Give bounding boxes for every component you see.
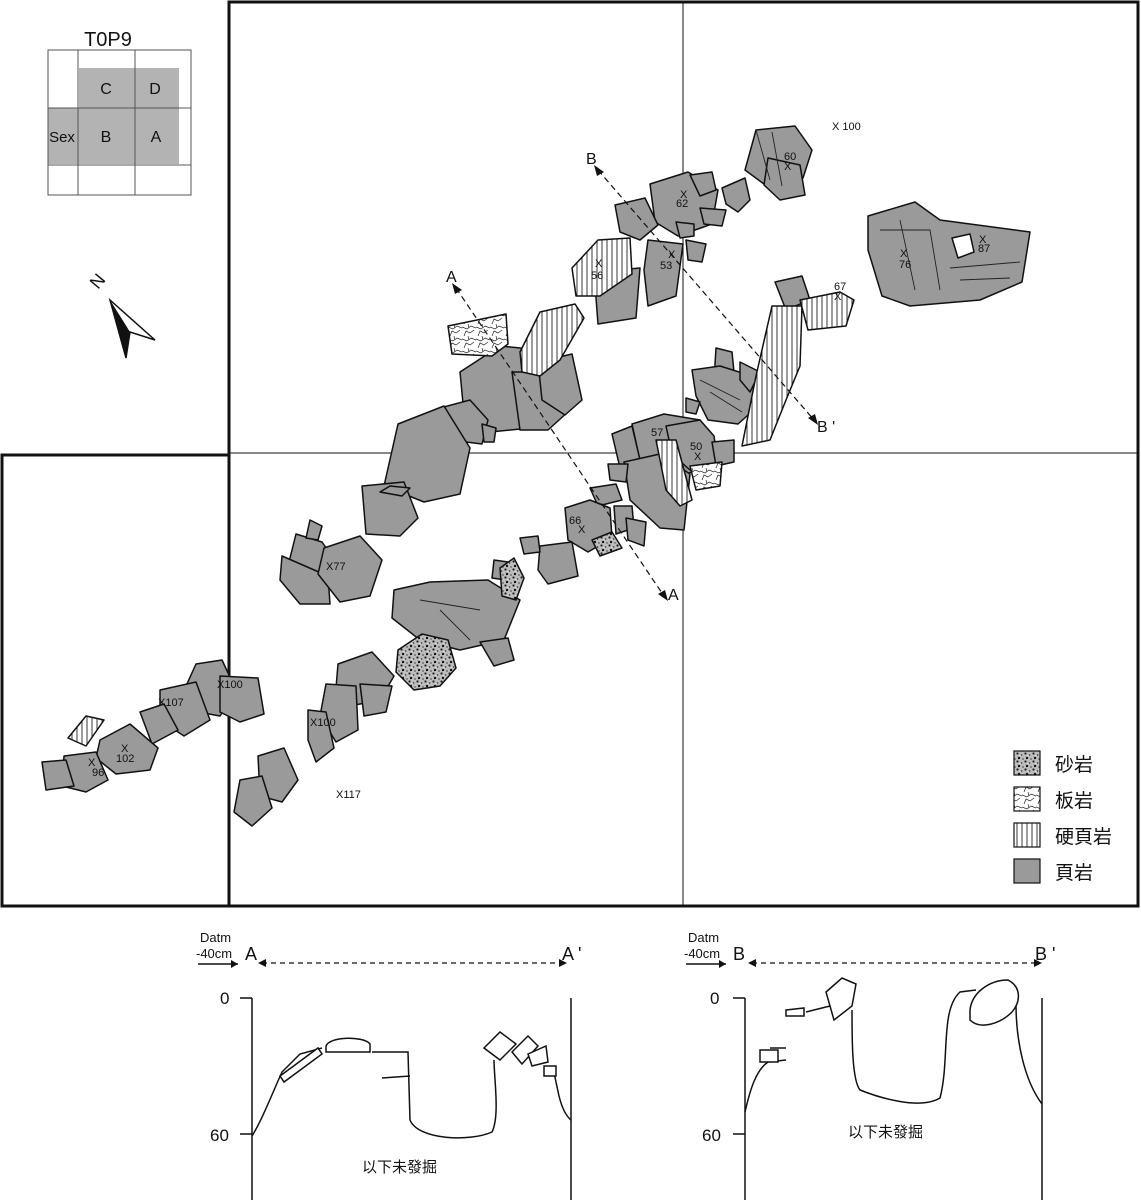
legend-swatch-hard-shale bbox=[1013, 822, 1041, 848]
point-label-100-mid: X100 bbox=[217, 679, 243, 691]
key-map-shade-mid bbox=[48, 108, 179, 164]
stone-texture-lines bbox=[419, 129, 1021, 641]
key-cell-c: C bbox=[100, 81, 112, 98]
profile-a-end-label: A ' bbox=[562, 944, 581, 964]
svg-text:X: X bbox=[595, 258, 603, 270]
profile-a-datum-depth: -40cm bbox=[196, 946, 232, 961]
section-line-a bbox=[455, 287, 665, 597]
svg-text:X: X bbox=[979, 234, 987, 246]
key-cell-a: A bbox=[151, 129, 162, 146]
profile-a-depth-bottom: 60 bbox=[210, 1126, 229, 1145]
svg-text:X: X bbox=[784, 161, 792, 173]
section-lines bbox=[455, 169, 815, 597]
key-map: T0P9 C D Sex B A bbox=[47, 29, 192, 196]
section-a-start-label: A bbox=[446, 269, 457, 286]
svg-text:X: X bbox=[121, 743, 129, 755]
svg-text:X: X bbox=[694, 451, 702, 463]
profile-a-start-label: A bbox=[245, 944, 257, 964]
legend: 砂岩 板岩 硬頁岩 頁岩 bbox=[1013, 750, 1112, 884]
key-cell-sex: Sex bbox=[49, 129, 75, 146]
point-markers: X X X X X X X X X X X bbox=[88, 161, 987, 769]
point-label-67: 67 bbox=[834, 281, 846, 293]
legend-label-sandstone: 砂岩 bbox=[1055, 754, 1093, 776]
section-a-end-label: A bbox=[668, 587, 679, 604]
point-label-57: 57 bbox=[651, 427, 663, 439]
point-label-60: 60 bbox=[784, 151, 796, 163]
stones-slate bbox=[447, 313, 723, 491]
legend-item-hard-shale: 硬頁岩 bbox=[1013, 822, 1112, 848]
point-labels: X 100 60 62 76 87 56 53 67 57 50 66 X77 … bbox=[92, 121, 990, 801]
key-map-title: T0P9 bbox=[84, 29, 132, 51]
stones-shale bbox=[41, 125, 1031, 827]
north-label: N bbox=[86, 270, 110, 293]
legend-item-sandstone: 砂岩 bbox=[1013, 750, 1093, 776]
legend-label-slate: 板岩 bbox=[1055, 790, 1093, 812]
legend-swatch-shale bbox=[1013, 858, 1041, 884]
svg-text:X: X bbox=[834, 291, 842, 303]
svg-text:X: X bbox=[88, 757, 96, 769]
point-label-50: 50 bbox=[690, 441, 702, 453]
point-label-53: 53 bbox=[660, 260, 672, 272]
point-label-100-top: X 100 bbox=[832, 121, 861, 133]
point-label-66: 66 bbox=[569, 515, 581, 527]
profile-a: Datm -40cm A A ' 0 60 以下未發掘 bbox=[196, 930, 581, 1200]
point-label-62: 62 bbox=[676, 198, 688, 210]
legend-item-shale: 頁岩 bbox=[1013, 858, 1093, 884]
profile-b-note: 以下未發掘 bbox=[848, 1123, 923, 1141]
point-label-102: 102 bbox=[116, 753, 134, 765]
point-label-107: X107 bbox=[158, 697, 184, 709]
profile-b-depth-bottom: 60 bbox=[702, 1126, 721, 1145]
point-label-100-low: X100 bbox=[310, 717, 336, 729]
profile-b-depth-top: 0 bbox=[710, 989, 719, 1008]
legend-label-shale: 頁岩 bbox=[1055, 862, 1093, 884]
point-label-76: 76 bbox=[899, 259, 911, 271]
point-label-56: 56 bbox=[591, 270, 603, 282]
key-cell-b: B bbox=[101, 129, 112, 146]
svg-text:X: X bbox=[668, 249, 676, 261]
north-arrow: N bbox=[86, 270, 156, 359]
north-arrow-icon bbox=[108, 297, 156, 359]
profile-b-datum: Datm bbox=[688, 930, 719, 945]
legend-item-slate: 板岩 bbox=[1013, 786, 1093, 812]
stones-hard-shale bbox=[67, 237, 855, 747]
section-arrowheads bbox=[452, 165, 818, 601]
section-b-start-label: B bbox=[586, 151, 597, 168]
point-label-96: 96 bbox=[92, 767, 104, 779]
point-label-77: X77 bbox=[326, 561, 346, 573]
legend-label-hard-shale: 硬頁岩 bbox=[1055, 826, 1112, 848]
profile-a-note: 以下未發掘 bbox=[362, 1158, 437, 1176]
section-b-end-label: B ' bbox=[817, 419, 835, 436]
point-label-87: 87 bbox=[978, 243, 990, 255]
key-map-shade-top bbox=[79, 68, 179, 108]
key-cell-d: D bbox=[149, 81, 161, 98]
profile-a-datum: Datm bbox=[200, 930, 231, 945]
point-label-117: X117 bbox=[336, 789, 361, 801]
profile-b-end-label: B ' bbox=[1035, 944, 1055, 964]
profile-b-start-label: B bbox=[733, 944, 745, 964]
svg-text:X: X bbox=[680, 189, 688, 201]
legend-swatch-slate bbox=[1013, 786, 1041, 812]
profile-b-datum-depth: -40cm bbox=[684, 946, 720, 961]
profile-a-depth-top: 0 bbox=[220, 989, 229, 1008]
section-line-b bbox=[597, 169, 815, 421]
svg-text:X: X bbox=[578, 524, 586, 536]
svg-text:X: X bbox=[900, 248, 908, 260]
stones-sandstone bbox=[395, 531, 623, 691]
profile-b: Datm -40cm B B ' 0 60 以下未發掘 bbox=[684, 930, 1055, 1200]
legend-swatch-sandstone bbox=[1013, 750, 1041, 776]
